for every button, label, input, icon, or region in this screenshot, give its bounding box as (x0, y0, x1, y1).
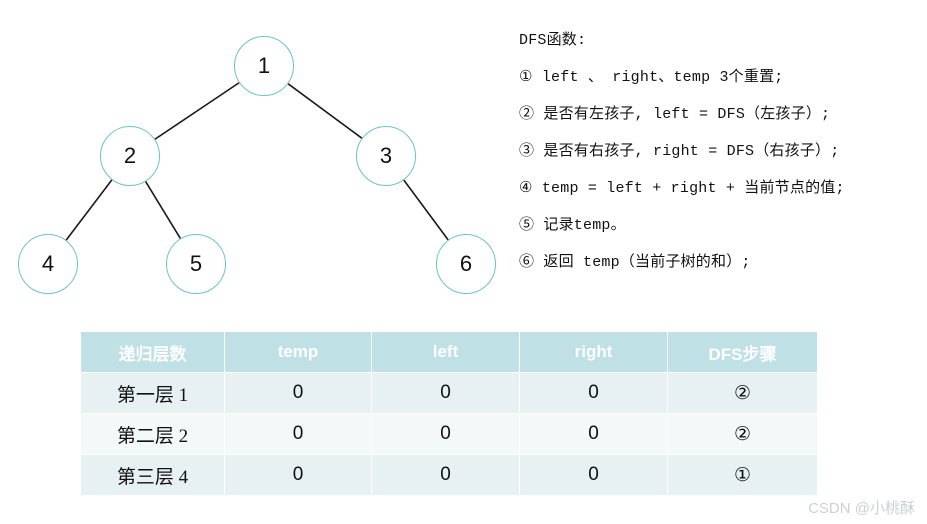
tree-edge (287, 83, 363, 139)
table-cell-temp: 0 (225, 373, 371, 413)
table-header-cell-5: DFS步骤 (668, 332, 817, 372)
dfs-note-line-5: ⑤ 记录temp。 (519, 217, 626, 234)
tree-node-3: 3 (356, 126, 416, 186)
table-cell-left: 0 (372, 455, 519, 495)
tree-edges-layer (65, 82, 449, 241)
tree-node-1: 1 (234, 36, 294, 96)
tree-node-label: 5 (189, 251, 203, 276)
table-cell-level: 第三层 4 (81, 455, 224, 495)
table-cell-temp: 0 (225, 455, 371, 495)
table-cell-right: 0 (520, 373, 667, 413)
table-header-cell-1: 递归层数 (81, 332, 224, 372)
table-cell-step: ① (668, 455, 817, 495)
table-cell-temp: 0 (225, 414, 371, 454)
table-cell-level: 第一层 1 (81, 373, 224, 413)
tree-node-5: 5 (166, 234, 226, 294)
dfs-pseudocode-notes: DFS函数: ① left 、 right、temp 3个重置; ② 是否有左孩子… (519, 28, 919, 287)
tree-node-4: 4 (18, 234, 78, 294)
dfs-notes-title: DFS函数: (519, 32, 587, 49)
table-cell-step: ② (668, 373, 817, 413)
tree-node-label: 3 (379, 143, 393, 168)
tree-node-label: 1 (257, 53, 271, 78)
csdn-watermark: CSDN @小桃酥 (808, 500, 915, 517)
tree-edge (154, 82, 240, 140)
table-cell-right: 0 (520, 455, 667, 495)
binary-tree-diagram: 1 2 3 4 5 6 (0, 0, 510, 320)
tree-node-label: 4 (41, 251, 55, 276)
dfs-note-line-1: ① left 、 right、temp 3个重置; (519, 69, 784, 86)
tree-node-2: 2 (100, 126, 160, 186)
table-header-cell-2: temp (225, 332, 371, 372)
dfs-note-line-2: ② 是否有左孩子, left = DFS（左孩子）; (519, 106, 831, 123)
tree-node-6: 6 (436, 234, 496, 294)
table-header-cell-4: right (520, 332, 667, 372)
dfs-note-line-6: ⑥ 返回 temp（当前子树的和）; (519, 254, 751, 271)
tree-node-label: 6 (459, 251, 473, 276)
table-cell-right: 0 (520, 414, 667, 454)
tree-edge (65, 179, 113, 241)
table-cell-left: 0 (372, 414, 519, 454)
table-cell-level: 第二层 2 (81, 414, 224, 454)
dfs-notes-list: ① left 、 right、temp 3个重置; ② 是否有左孩子, left … (519, 65, 919, 271)
table-cell-step: ② (668, 414, 817, 454)
tree-edge (144, 181, 182, 239)
dfs-note-line-3: ③ 是否有右孩子, right = DFS（右孩子）; (519, 143, 840, 160)
table-cell-left: 0 (372, 373, 519, 413)
tree-node-label: 2 (123, 143, 137, 168)
dfs-note-line-4: ④ temp = left + right + 当前节点的值; (519, 180, 845, 197)
tree-edge (403, 179, 449, 241)
table-header-cell-3: left (372, 332, 519, 372)
